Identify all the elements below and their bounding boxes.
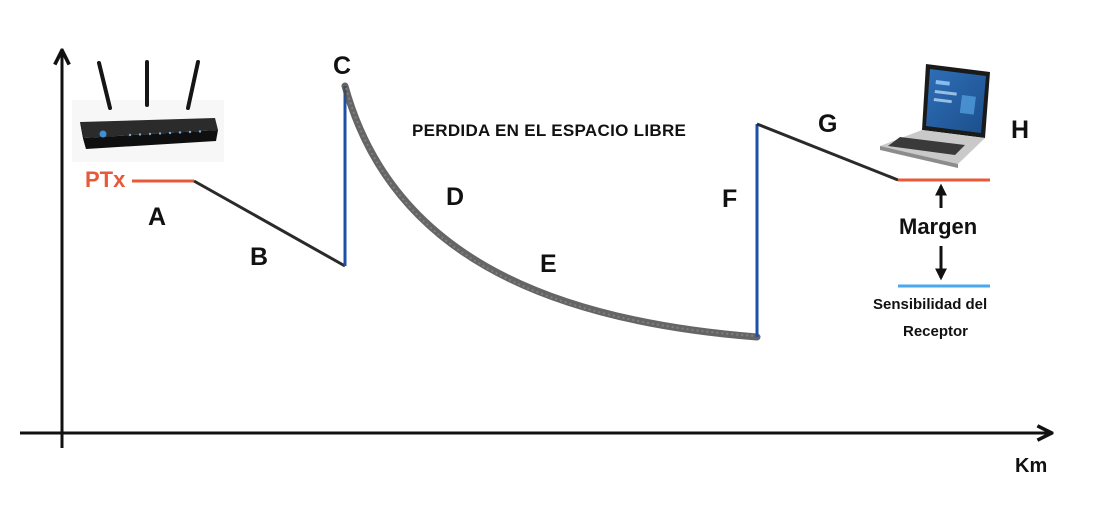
segment-label-h: H (1011, 116, 1030, 144)
tx-power-label: PTx (85, 167, 126, 192)
x-axis-unit-label: Km (1015, 455, 1048, 477)
margin-label: Margen (899, 214, 978, 239)
router-icon (72, 60, 224, 162)
segment-label-e: E (540, 250, 557, 278)
free-space-loss-label: PERDIDA EN EL ESPACIO LIBRE (412, 121, 687, 140)
sensitivity-label-line1: Sensibilidad del (873, 296, 988, 313)
free-space-loss-curve-texture (345, 87, 758, 337)
segment-label-b: B (250, 243, 269, 271)
segment-label-a: A (148, 203, 167, 231)
segment-label-g: G (818, 110, 838, 138)
segment-label-c: C (333, 52, 352, 80)
cable-loss-line-b (193, 179, 346, 268)
segment-label-d: D (446, 183, 465, 211)
rx-cable-loss-line-g (756, 122, 899, 182)
sensitivity-label-line2: Receptor (903, 323, 969, 340)
segment-label-f: F (722, 185, 738, 213)
laptop-icon (880, 64, 990, 168)
